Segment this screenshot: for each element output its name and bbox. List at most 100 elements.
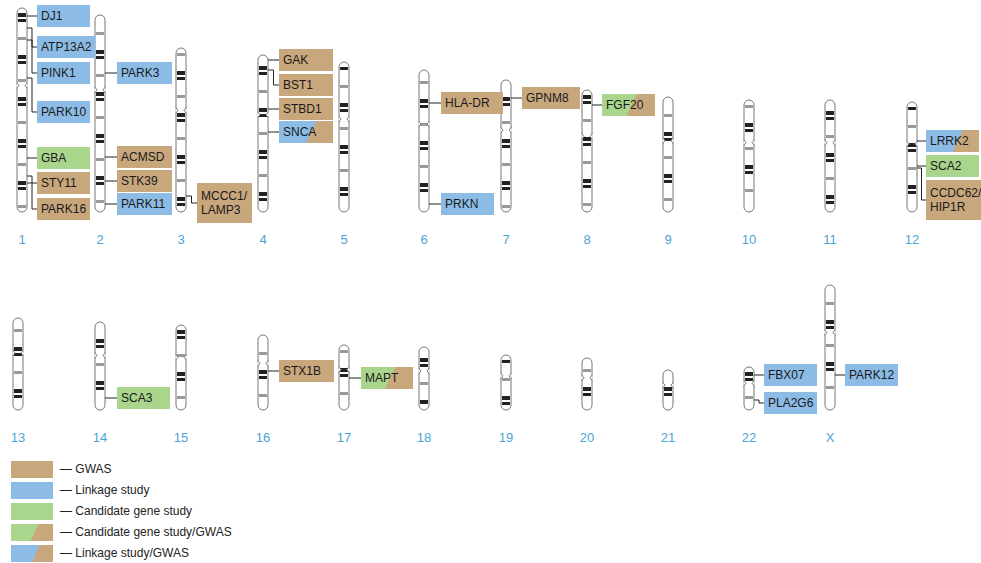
gene-name: STX1B bbox=[283, 364, 321, 378]
gene-name: ATP13A2 bbox=[41, 40, 91, 54]
leader-line bbox=[917, 166, 926, 167]
gene-box: STK39 bbox=[117, 170, 172, 192]
chromosome bbox=[744, 100, 755, 212]
chromosome bbox=[339, 345, 350, 410]
chromosome bbox=[744, 367, 755, 410]
chromosome-number: 10 bbox=[742, 232, 756, 247]
legend-swatch bbox=[11, 503, 53, 520]
chromosome bbox=[582, 90, 593, 212]
gene-box: PINK1 bbox=[37, 62, 90, 84]
gene-box: STBD1 bbox=[279, 98, 333, 120]
gene-name: LRRK2 bbox=[930, 134, 969, 148]
leader-line bbox=[429, 103, 441, 104]
gene-name: GAK bbox=[283, 53, 308, 67]
chromosome-number: 4 bbox=[259, 232, 266, 247]
gene-box: PARK3 bbox=[117, 62, 172, 84]
chromosome-number: 16 bbox=[256, 430, 270, 445]
chromosome-number: X bbox=[826, 430, 835, 445]
gene-name: PRKN bbox=[445, 197, 478, 211]
leader-line bbox=[835, 375, 845, 376]
gene-box: SCA3 bbox=[117, 387, 170, 409]
leader-line bbox=[268, 371, 279, 372]
chromosome-number: 8 bbox=[583, 232, 590, 247]
leader-line bbox=[268, 132, 279, 133]
chromosome bbox=[95, 322, 106, 410]
chromosome-number: 1 bbox=[18, 232, 25, 247]
leader-line bbox=[429, 204, 441, 205]
gene-name: SNCA bbox=[283, 125, 316, 139]
legend-text: — Candidate gene study bbox=[60, 504, 192, 518]
gene-name: STK39 bbox=[121, 174, 158, 188]
chromosome bbox=[176, 48, 187, 212]
gene-box: DJ1 bbox=[37, 5, 90, 27]
legend-swatch bbox=[11, 461, 53, 478]
chromosome-number: 9 bbox=[664, 232, 671, 247]
gene-box: STY11 bbox=[37, 172, 90, 194]
gene-name: SCA3 bbox=[121, 391, 152, 405]
leader-line bbox=[27, 78, 37, 112]
gene-name: FGF20 bbox=[606, 98, 643, 112]
chromosome bbox=[258, 335, 269, 410]
legend-text: — Linkage study/GWAS bbox=[60, 546, 189, 560]
gene-box: SNCA bbox=[279, 121, 333, 143]
gene-box: SCA2 bbox=[926, 155, 979, 177]
leader-line bbox=[268, 109, 279, 110]
chromosome bbox=[825, 100, 836, 212]
gene-box: GAK bbox=[279, 49, 333, 71]
gene-box: GPNM8 bbox=[522, 87, 580, 109]
leader-line bbox=[268, 70, 279, 85]
gene-box: STX1B bbox=[279, 360, 334, 382]
leader-line bbox=[105, 181, 117, 182]
legend-swatch bbox=[11, 482, 53, 499]
chromosome-number: 6 bbox=[420, 232, 427, 247]
chromosome-number: 13 bbox=[11, 430, 25, 445]
gene-box: MCCC1/ LAMP3 bbox=[197, 183, 252, 223]
gene-box: FBX07 bbox=[764, 364, 817, 386]
chromosome-number: 21 bbox=[661, 430, 675, 445]
gene-name: GBA bbox=[41, 151, 66, 165]
chromosome bbox=[13, 318, 24, 410]
gene-name: HLA-DR bbox=[445, 96, 490, 110]
gene-name: PARK11 bbox=[121, 197, 165, 211]
gene-name: BST1 bbox=[283, 78, 313, 92]
chromosome bbox=[17, 8, 28, 212]
chromosome-number: 12 bbox=[905, 232, 919, 247]
leader-line bbox=[27, 158, 37, 159]
legend-swatch bbox=[11, 524, 53, 541]
chromosome-number: 3 bbox=[177, 232, 184, 247]
gene-name: PARK3 bbox=[121, 66, 159, 80]
gene-name: MCCC1/ LAMP3 bbox=[201, 189, 248, 217]
leader-line bbox=[27, 176, 37, 209]
chromosome-number: 20 bbox=[580, 430, 594, 445]
gene-box: PARK11 bbox=[117, 193, 172, 215]
chromosome bbox=[339, 62, 350, 212]
leader-line bbox=[105, 157, 117, 158]
chromosome bbox=[95, 15, 106, 212]
chromosome-number: 5 bbox=[340, 232, 347, 247]
gene-name: STY11 bbox=[41, 176, 77, 190]
leader-line bbox=[754, 375, 764, 376]
gene-box: PARK10 bbox=[37, 101, 90, 123]
leader-line bbox=[592, 105, 602, 106]
gene-name: STBD1 bbox=[283, 102, 322, 116]
gene-name: ACMSD bbox=[121, 150, 164, 164]
leader-line bbox=[27, 16, 37, 17]
leader-line bbox=[754, 400, 764, 403]
chromosome-number: 7 bbox=[502, 232, 509, 247]
leader-line bbox=[917, 168, 926, 200]
gene-box: CCDC62/ HIP1R bbox=[926, 180, 981, 220]
leader-line bbox=[511, 98, 522, 99]
gene-box: GBA bbox=[37, 147, 90, 169]
chromosome bbox=[582, 358, 593, 410]
legend-text: — GWAS bbox=[60, 462, 112, 476]
legend-swatch bbox=[11, 545, 53, 562]
gene-box: ATP13A2 bbox=[37, 36, 95, 58]
gene-box: FGF20 bbox=[602, 94, 655, 116]
chromosome-number: 22 bbox=[742, 430, 756, 445]
gene-box: BST1 bbox=[279, 74, 333, 96]
gene-name: PLA2G6 bbox=[768, 396, 813, 410]
gene-box: LRRK2 bbox=[926, 130, 979, 152]
gene-box: HLA-DR bbox=[441, 92, 503, 114]
gene-box: ACMSD bbox=[117, 146, 172, 168]
gene-name: PINK1 bbox=[41, 66, 76, 80]
